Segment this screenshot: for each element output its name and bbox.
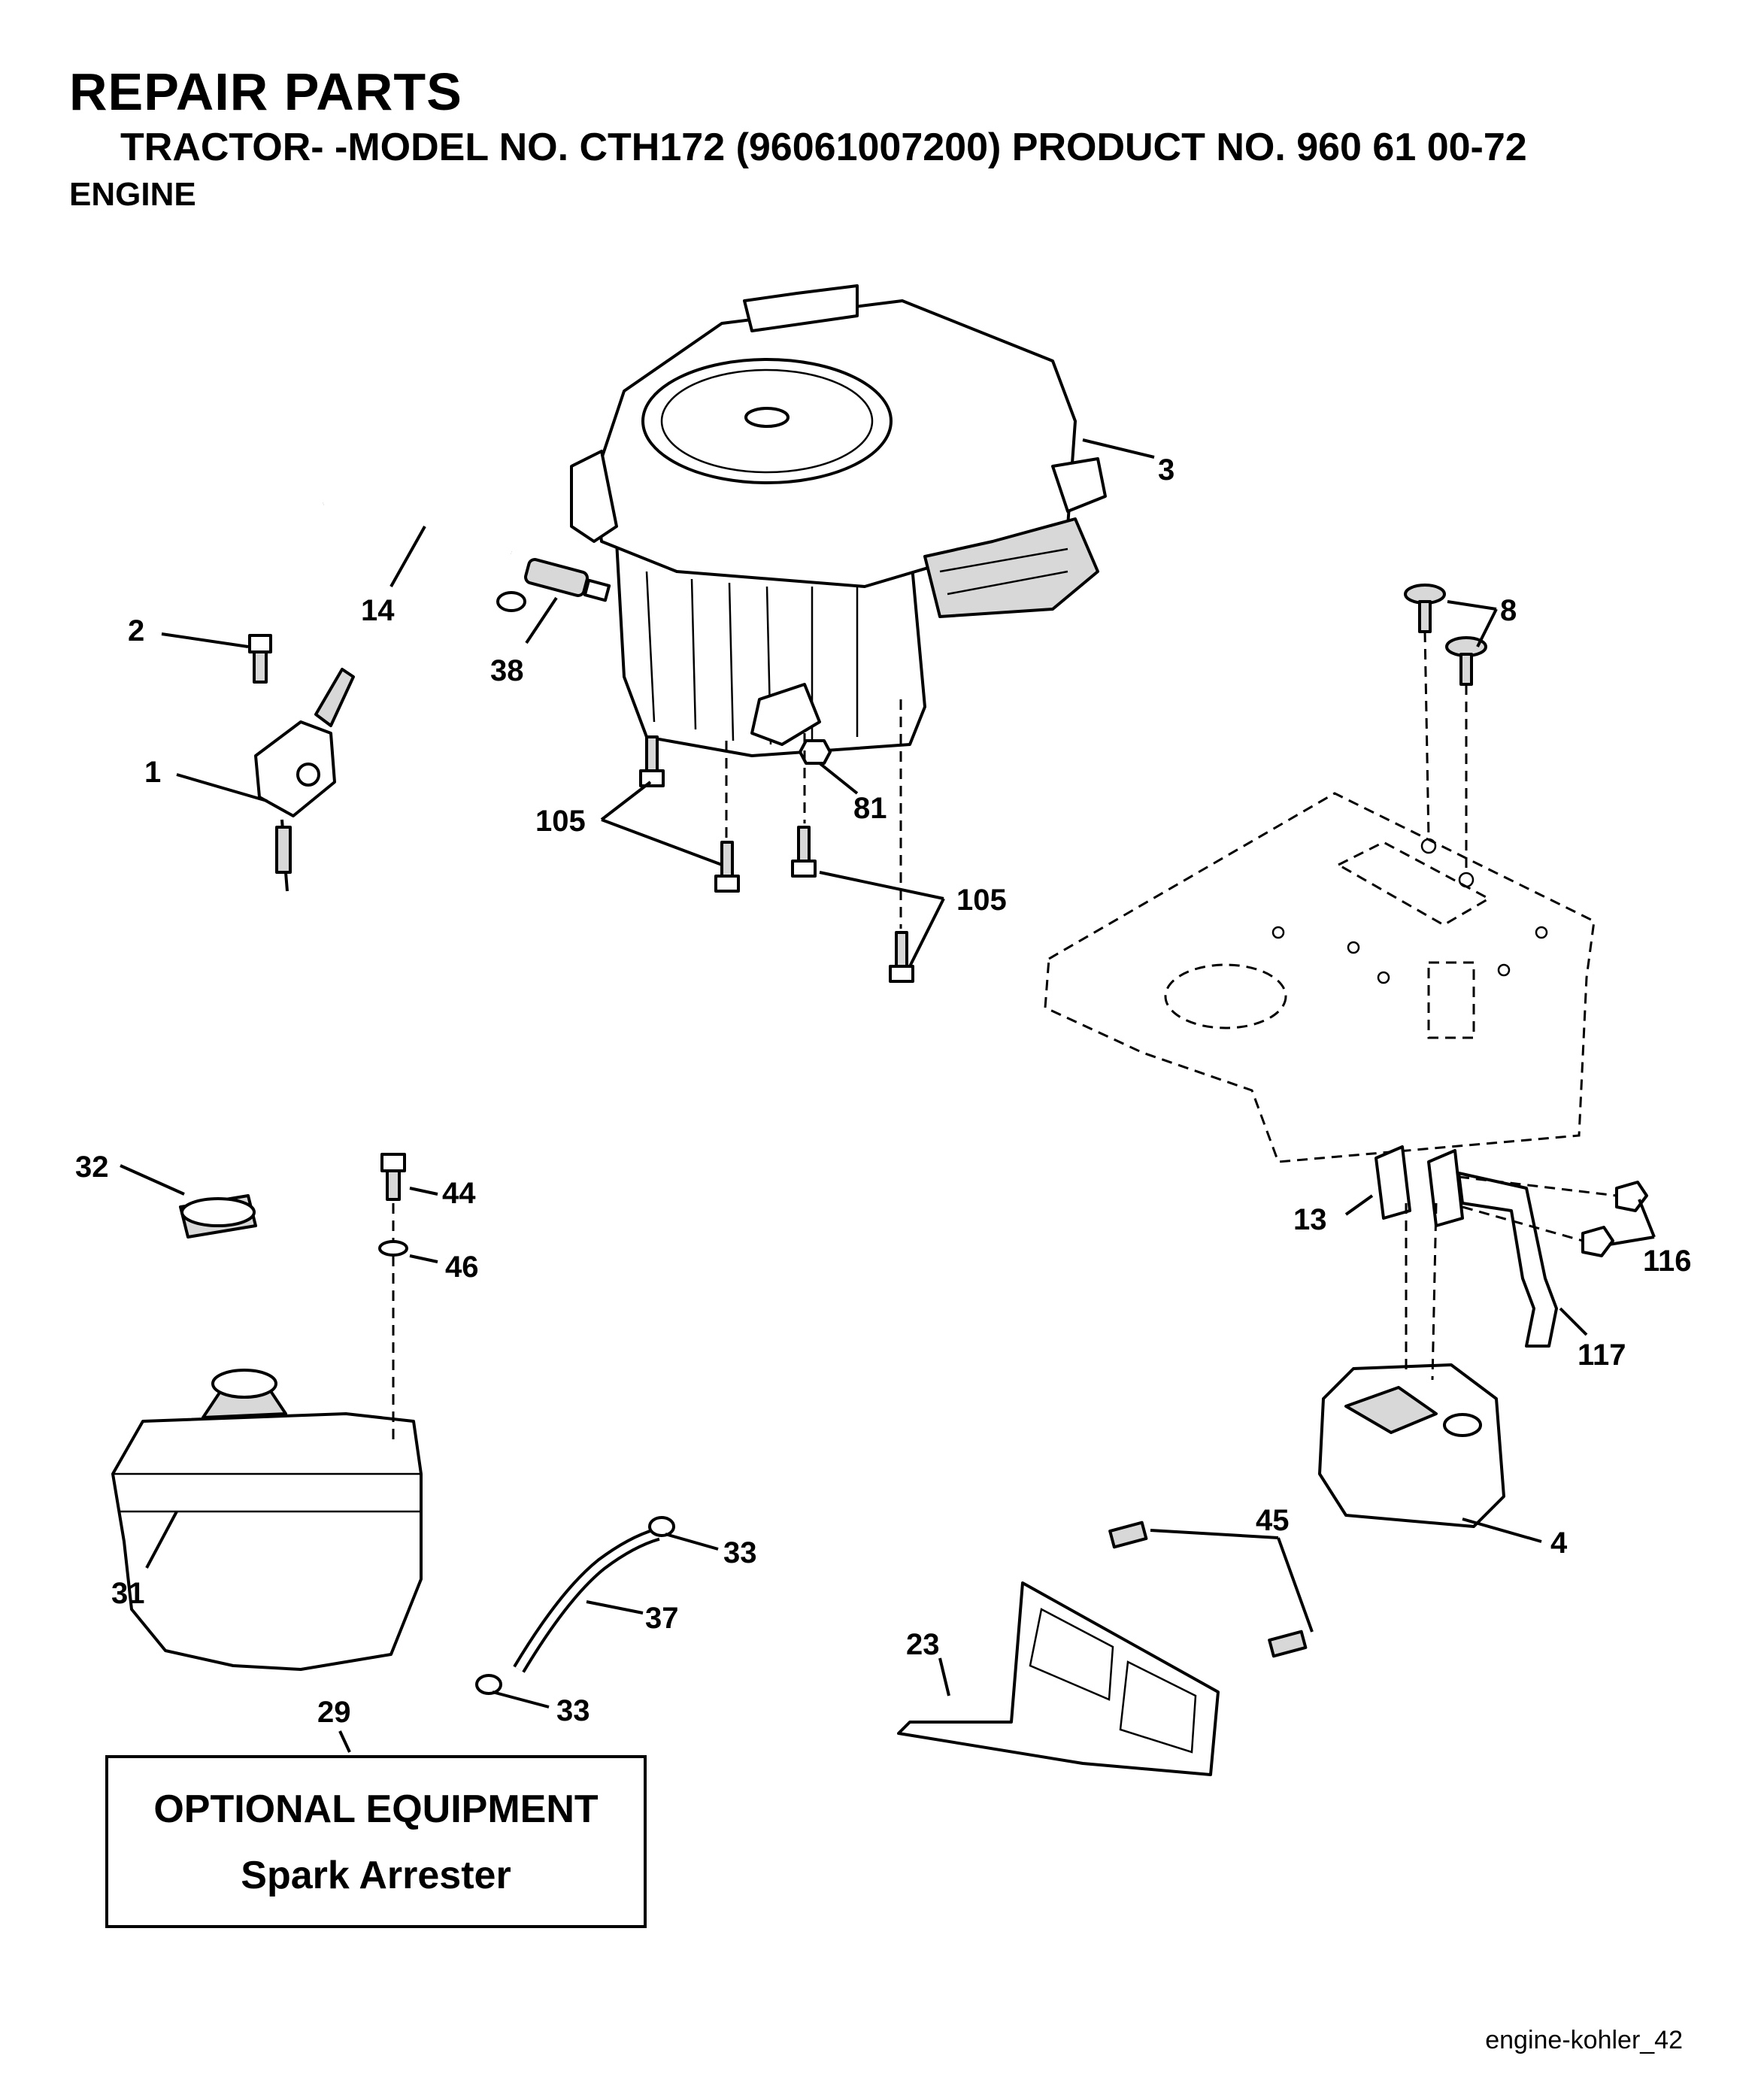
throttle-control-illustration (248, 634, 355, 892)
frame-outline (1044, 792, 1596, 1163)
callout-105-right: 105 (956, 884, 1007, 917)
figure-code: engine-kohler_42 (1485, 2026, 1683, 2054)
callout-29: 29 (317, 1696, 351, 1729)
optional-equipment-box: OPTIONAL EQUIPMENT Spark Arrester (105, 1755, 647, 1928)
heat-shield-illustration (897, 1521, 1308, 1776)
fuel-tank-illustration (111, 1194, 423, 1671)
callout-1: 1 (144, 756, 161, 789)
engine-bolts-illustration (639, 735, 914, 983)
callout-3: 3 (1158, 453, 1174, 487)
callout-33-top: 33 (723, 1536, 757, 1569)
callout-38: 38 (490, 654, 524, 687)
callout-13: 13 (1293, 1203, 1327, 1236)
callout-45: 45 (1256, 1504, 1290, 1537)
callout-117: 117 (1578, 1339, 1626, 1372)
callout-37: 37 (645, 1602, 679, 1635)
callout-116: 116 (1643, 1245, 1692, 1278)
section-heading: ENGINE (69, 176, 196, 213)
callout-31: 31 (111, 1577, 145, 1610)
callout-32: 32 (75, 1151, 109, 1184)
page-title: REPAIR PARTS (69, 62, 462, 121)
callout-46: 46 (445, 1251, 479, 1284)
callout-44: 44 (442, 1177, 476, 1210)
callout-23: 23 (906, 1628, 940, 1661)
frame-screws-illustration (1404, 584, 1487, 686)
callout-8: 8 (1500, 594, 1517, 627)
callout-2: 2 (128, 614, 144, 647)
exhaust-illustration (1318, 1145, 1648, 1528)
tank-screw-washer-illustration (378, 1153, 408, 1257)
callout-81: 81 (853, 792, 887, 825)
callout-105-left: 105 (535, 805, 586, 838)
callout-33-bottom: 33 (556, 1694, 590, 1727)
model-subtitle: TRACTOR- -MODEL NO. CTH172 (96061007200)… (120, 126, 1527, 169)
callout-14: 14 (361, 594, 395, 627)
optional-equipment-title: OPTIONAL EQUIPMENT (153, 1787, 599, 1831)
callout-4: 4 (1550, 1527, 1568, 1560)
engine-illustration (570, 284, 1107, 757)
fuel-hose-illustration (475, 1516, 675, 1695)
optional-equipment-item: Spark Arrester (241, 1854, 511, 1897)
fuel-filter-illustration (496, 557, 611, 612)
